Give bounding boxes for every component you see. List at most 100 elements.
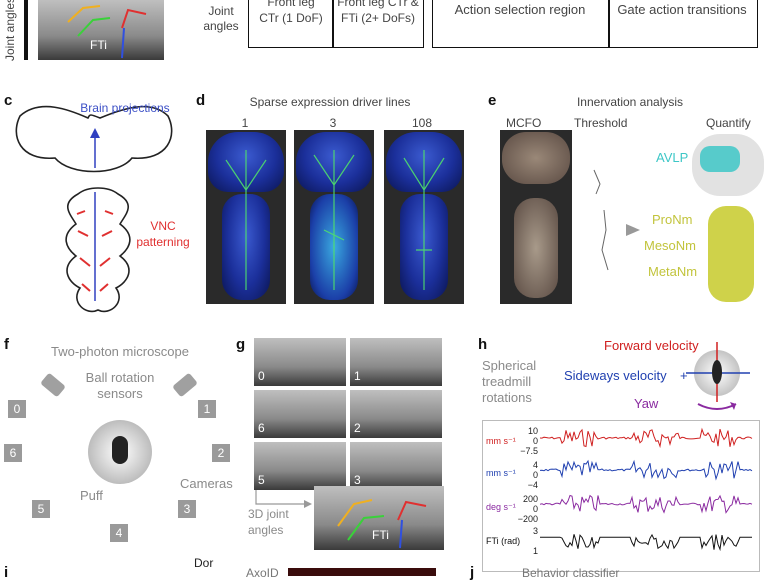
trace-sideways [540, 459, 753, 481]
tick-fti-bot: 1 [532, 546, 538, 556]
camera-0-label: 0 [13, 402, 21, 416]
tick-yaw-bot: −200 [517, 514, 538, 524]
camera-5-label: 5 [37, 502, 45, 516]
tick-fti-top: 3 [532, 526, 538, 536]
tick-sideways-bot: −4 [527, 480, 538, 490]
panel-a-fly-photo: FTi [38, 0, 164, 60]
camera-0-icon [8, 400, 26, 418]
panel-a-joint-overlay [67, 5, 147, 59]
axoid-label: AxoID [246, 566, 279, 580]
camera-6-icon [4, 444, 22, 462]
metanm-label: MetaNm [648, 264, 698, 279]
treadmill-heading: Spherical treadmill rotations [482, 358, 537, 405]
driver-line-2-label: 3 [329, 116, 337, 130]
camera-1-icon [198, 400, 216, 418]
mcfo-label: MCFO [506, 116, 542, 130]
tick-yaw-mid: 0 [532, 504, 538, 514]
table-cell-2-text: Front leg CTr & FTi (2+ DoFs) [337, 0, 419, 25]
camera-4-label: 4 [115, 526, 123, 540]
camera-5-icon [32, 500, 50, 518]
avlp-label: AVLP [656, 150, 689, 165]
panel-d-title: Sparse expression driver lines [249, 95, 411, 109]
table-cell-1 [248, 0, 334, 48]
mesonm-label: MesoNm [644, 238, 697, 253]
fly-icon [112, 436, 128, 464]
panel-d-label: d [196, 92, 206, 109]
panel-g-label: g [236, 336, 246, 353]
camera-2-icon [212, 444, 230, 462]
yaw-label: Yaw [634, 396, 659, 411]
ball-sensors-label: Ball rotation sensors [85, 370, 155, 401]
quantify-label: Quantify [706, 116, 751, 130]
frame-2: 2 [350, 390, 442, 438]
unit-fti: FTi (rad) [486, 536, 521, 546]
unit-forward: mm s⁻¹ [486, 436, 516, 446]
frame-3: 3 [350, 442, 442, 490]
threshold-label: Threshold [574, 116, 628, 130]
unit-yaw: deg s⁻¹ [486, 502, 516, 512]
frame-0-label: 0 [258, 369, 265, 383]
traces-svg [540, 427, 753, 552]
sideways-plus: + [680, 368, 688, 383]
forward-velocity-label: Forward velocity [604, 338, 699, 353]
panel-f-label: f [4, 336, 9, 353]
frame-1-label: 1 [354, 369, 361, 383]
panel-c-label: c [4, 92, 13, 109]
table-cell-3 [432, 0, 610, 48]
camera-2-label: 2 [217, 446, 225, 460]
tick-forward-top: 10 [527, 426, 538, 436]
tick-forward-mid: 0 [532, 436, 538, 446]
trace-forward [540, 427, 753, 449]
sideways-velocity-label: Sideways velocity [564, 368, 667, 383]
panel-c-schematic [15, 105, 173, 313]
tick-yaw-top: 200 [522, 494, 538, 504]
puff-label: Puff [80, 488, 103, 503]
camera-3-label: 3 [183, 502, 191, 516]
camera-3-icon [178, 500, 196, 518]
frame-0: 0 [254, 338, 346, 386]
panel-i-label: i [4, 564, 9, 581]
driver-line-3-label: 108 [411, 116, 433, 130]
joint-fti-label: FTi [372, 528, 389, 542]
sensor-right-icon [173, 373, 197, 397]
panel-a-axis-label: Joint angles [3, 0, 18, 62]
vnc-patterning-label: VNC patterning [136, 219, 190, 249]
avlp-region [700, 146, 740, 172]
cameras-label: Cameras [180, 476, 233, 491]
frame-3-label: 3 [354, 473, 361, 487]
axoid-image [288, 568, 436, 576]
frame-5-label: 5 [258, 473, 265, 487]
table-cell-3-text: Action selection region [454, 2, 586, 17]
dor-label: Dor [194, 556, 214, 570]
frame-1: 1 [350, 338, 442, 386]
traces-panel [482, 420, 760, 572]
threshold-trace [593, 169, 609, 271]
trace-yaw [540, 494, 753, 514]
arrow-to-quantify [626, 224, 640, 236]
frame-6: 6 [254, 390, 346, 438]
tick-forward-bot: −7.5 [520, 446, 538, 456]
behavior-classifier-label: Behavior classifier [522, 566, 620, 580]
quantify-vnc [708, 206, 754, 302]
panel-a-fti-label: FTi [90, 38, 107, 52]
pronm-label: ProNm [652, 212, 693, 227]
tick-sideways-top: 4 [532, 460, 538, 470]
sensor-left-icon [41, 373, 65, 397]
mcfo-vnc [514, 198, 558, 298]
panel-e-title: Innervation analysis [576, 95, 684, 109]
panel-j-label: j [470, 564, 475, 581]
frame-5: 5 [254, 442, 346, 490]
velocity-axes [686, 342, 750, 410]
brain-projections-label: Brain projections [80, 101, 170, 115]
frame-2-label: 2 [354, 421, 361, 435]
driver-neurons-overlay [225, 150, 445, 290]
tick-sideways-mid: 0 [532, 470, 538, 480]
frame-6-label: 6 [258, 421, 265, 435]
table-cell-2 [332, 0, 424, 48]
camera-6-label: 6 [9, 446, 17, 460]
joint-angles-photo: FTi [314, 486, 444, 550]
panel-a-axis-bar [24, 0, 28, 60]
unit-sideways: mm s⁻¹ [486, 468, 516, 478]
joint-angles-overlay [337, 499, 427, 549]
camera-4-icon [110, 524, 128, 542]
